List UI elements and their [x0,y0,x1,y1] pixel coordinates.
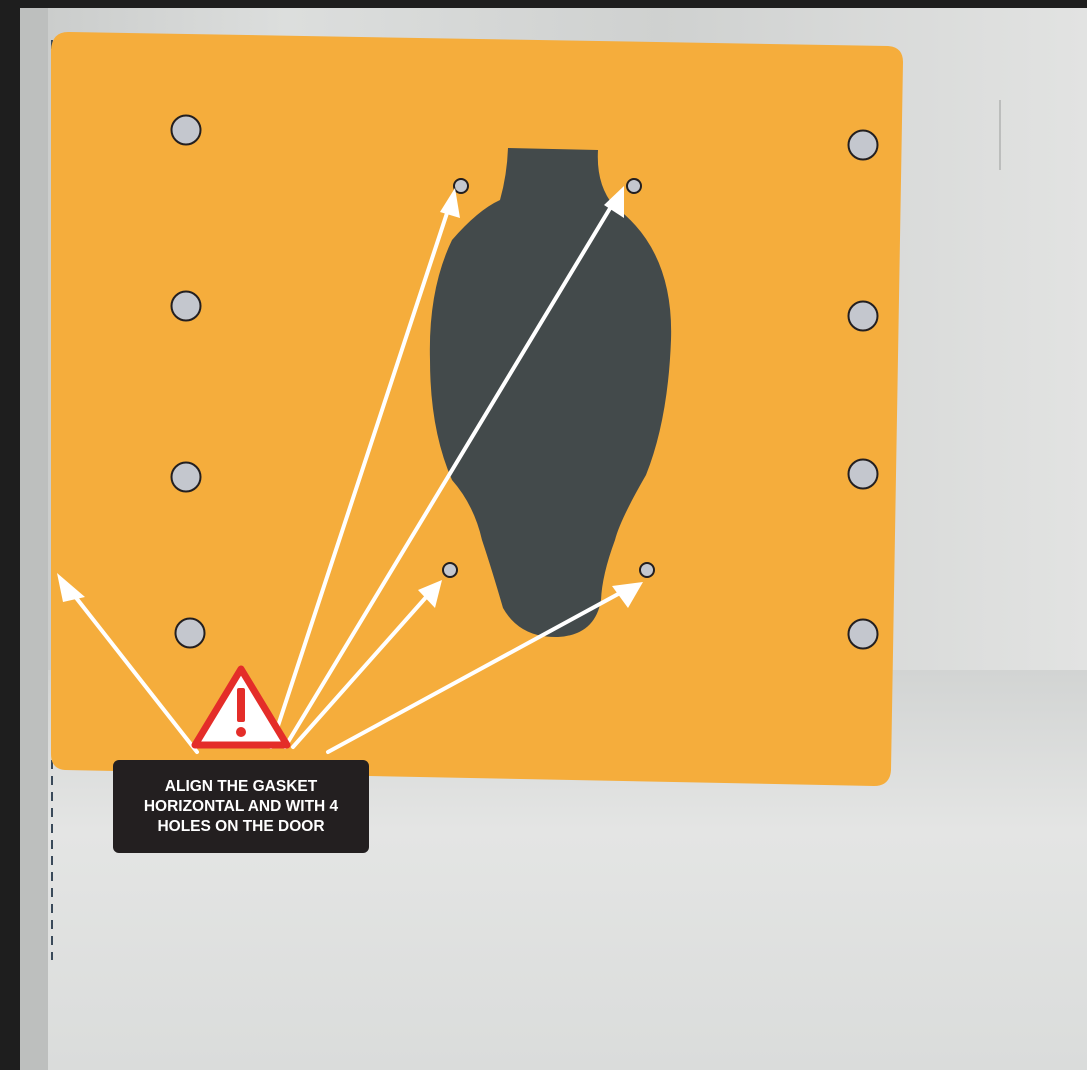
small-hole [454,179,468,193]
small-hole [443,563,457,577]
large-hole [849,302,878,331]
large-hole [176,619,205,648]
large-hole [172,116,201,145]
large-hole [849,131,878,160]
large-hole [849,620,878,649]
small-hole [627,179,641,193]
large-hole [172,292,201,321]
small-hole [640,563,654,577]
large-hole [172,463,201,492]
instruction-line-2: HORIZONTAL AND WITH 4 [144,797,338,817]
top-frame [0,0,1087,8]
instruction-callout: ALIGN THE GASKET HORIZONTAL AND WITH 4 H… [113,760,369,853]
instruction-line-1: ALIGN THE GASKET [165,777,317,797]
door-left-edge [20,8,48,1070]
large-hole [849,460,878,489]
instruction-line-3: HOLES ON THE DOOR [157,817,324,837]
